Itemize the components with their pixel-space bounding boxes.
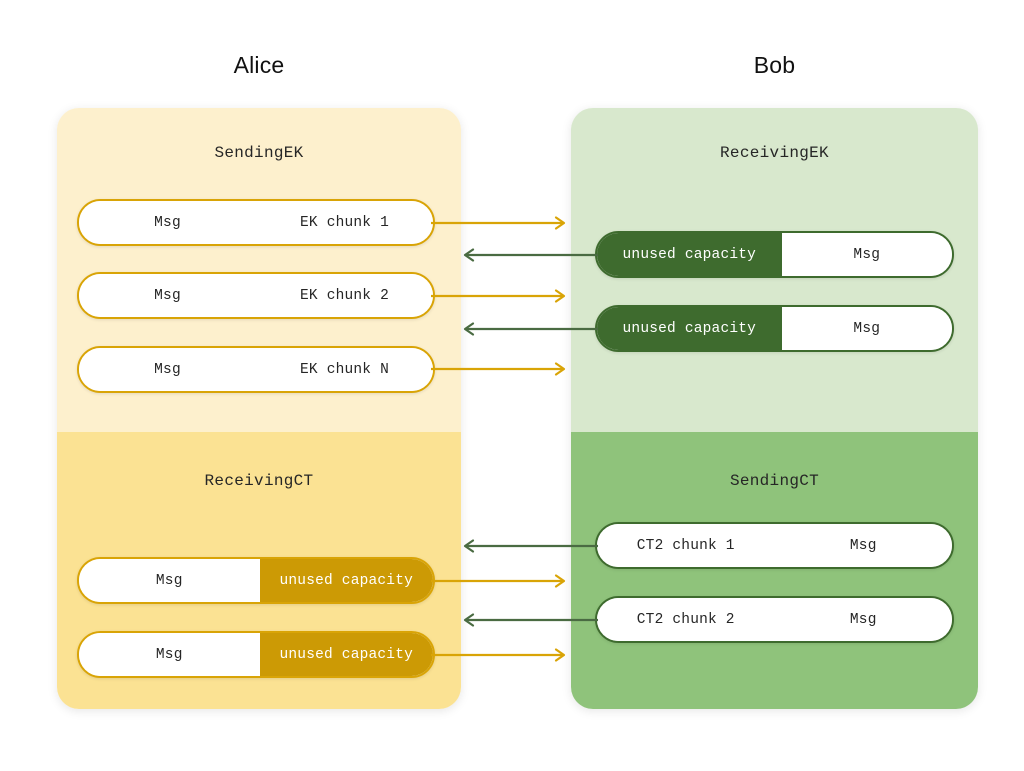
- packet-segment-unused-capacity: unused capacity: [259, 633, 433, 676]
- panel-alice: SendingEK Msg EK chunk 1 Msg EK chunk 2 …: [57, 108, 461, 709]
- packet-receiving-ek-1[interactable]: unused capacity Msg: [595, 231, 954, 278]
- section-sending-ct: SendingCT CT2 chunk 1 Msg CT2 chunk 2 Ms…: [571, 432, 978, 709]
- packet-segment-payload: EK chunk 2: [256, 274, 433, 317]
- packet-segment-payload: EK chunk 1: [256, 201, 433, 244]
- packet-sending-ct-1[interactable]: CT2 chunk 1 Msg: [595, 522, 954, 569]
- packet-segment-payload: EK chunk N: [256, 348, 433, 391]
- packet-segment-unused-capacity: unused capacity: [597, 307, 782, 350]
- packet-receiving-ct-1[interactable]: Msg unused capacity: [77, 557, 435, 604]
- party-title-bob: Bob: [753, 52, 796, 78]
- packet-segment-unused-capacity: unused capacity: [597, 233, 782, 276]
- packet-segment-msg: Msg: [774, 598, 952, 641]
- panel-bob: ReceivingEK unused capacity Msg unused c…: [571, 108, 978, 709]
- packet-segment-unused-capacity: unused capacity: [259, 559, 433, 602]
- party-title-alice: Alice: [233, 52, 285, 78]
- packet-segment-payload: CT2 chunk 1: [597, 524, 775, 567]
- section-title-receiving-ct: ReceivingCT: [204, 472, 314, 490]
- section-receiving-ct: ReceivingCT Msg unused capacity Msg unus…: [57, 432, 461, 709]
- packet-sending-ek-1[interactable]: Msg EK chunk 1: [77, 199, 435, 246]
- packet-segment-payload: CT2 chunk 2: [597, 598, 775, 641]
- packet-segment-msg: Msg: [781, 233, 952, 276]
- packet-sending-ct-2[interactable]: CT2 chunk 2 Msg: [595, 596, 954, 643]
- packet-segment-msg: Msg: [79, 348, 256, 391]
- packet-segment-msg: Msg: [79, 559, 260, 602]
- packet-sending-ek-2[interactable]: Msg EK chunk 2: [77, 272, 435, 319]
- section-title-sending-ct: SendingCT: [729, 472, 820, 490]
- packet-segment-msg: Msg: [79, 274, 256, 317]
- packet-receiving-ct-2[interactable]: Msg unused capacity: [77, 631, 435, 678]
- section-sending-ek: SendingEK Msg EK chunk 1 Msg EK chunk 2 …: [57, 108, 461, 432]
- section-title-sending-ek: SendingEK: [214, 144, 304, 162]
- packet-sending-ek-n[interactable]: Msg EK chunk N: [77, 346, 435, 393]
- packet-segment-msg: Msg: [781, 307, 952, 350]
- section-receiving-ek: ReceivingEK unused capacity Msg unused c…: [571, 108, 978, 432]
- packet-segment-msg: Msg: [774, 524, 952, 567]
- packet-segment-msg: Msg: [79, 201, 256, 244]
- section-title-receiving-ek: ReceivingEK: [720, 144, 829, 162]
- packet-receiving-ek-2[interactable]: unused capacity Msg: [595, 305, 954, 352]
- packet-segment-msg: Msg: [79, 633, 260, 676]
